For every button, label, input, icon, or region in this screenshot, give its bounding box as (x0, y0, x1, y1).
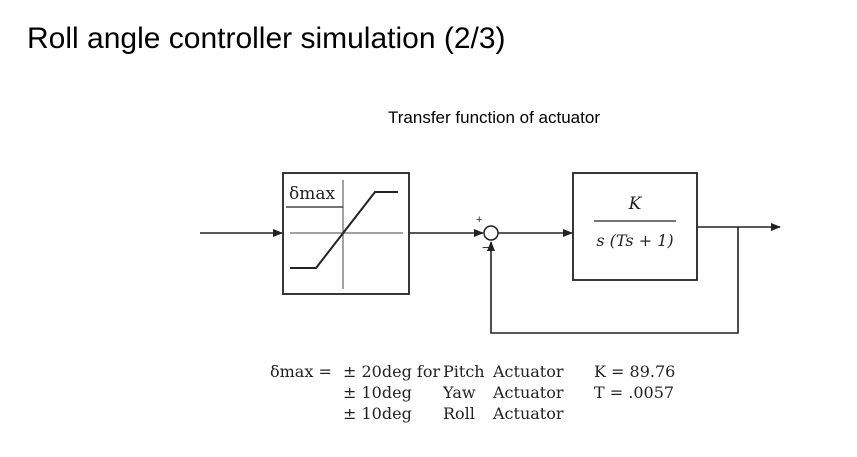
minus-sign: − (482, 240, 490, 255)
pitch-actuator-word: Actuator (493, 362, 564, 381)
pitch-limit-value: ± 20deg for (343, 362, 441, 381)
yaw-actuator-word: Actuator (493, 383, 564, 402)
delta-max-lead: δmax = (270, 362, 332, 381)
denominator: s (Ts + 1) (596, 231, 673, 250)
slide-title: Roll angle controller simulation (2/3) (27, 22, 506, 55)
feedback-loop (487, 227, 739, 334)
roll-actuator-word: Actuator (493, 404, 564, 423)
numerator-k: K (628, 194, 643, 214)
saturation-label: δmax (289, 184, 335, 204)
gain-parameter: K = 89.76 (594, 362, 676, 381)
plus-sign: + (476, 214, 482, 226)
roll-actuator-type: Roll (443, 404, 475, 423)
diagram-subtitle: Transfer function of actuator (388, 108, 600, 127)
summing-junction: + − (476, 214, 499, 255)
yaw-actuator-type: Yaw (443, 383, 476, 402)
time-constant-parameter: T = .0057 (594, 383, 675, 402)
pitch-actuator-type: Pitch (443, 362, 485, 381)
yaw-limit-value: ± 10deg (343, 383, 412, 402)
roll-limit-value: ± 10deg (343, 404, 412, 423)
